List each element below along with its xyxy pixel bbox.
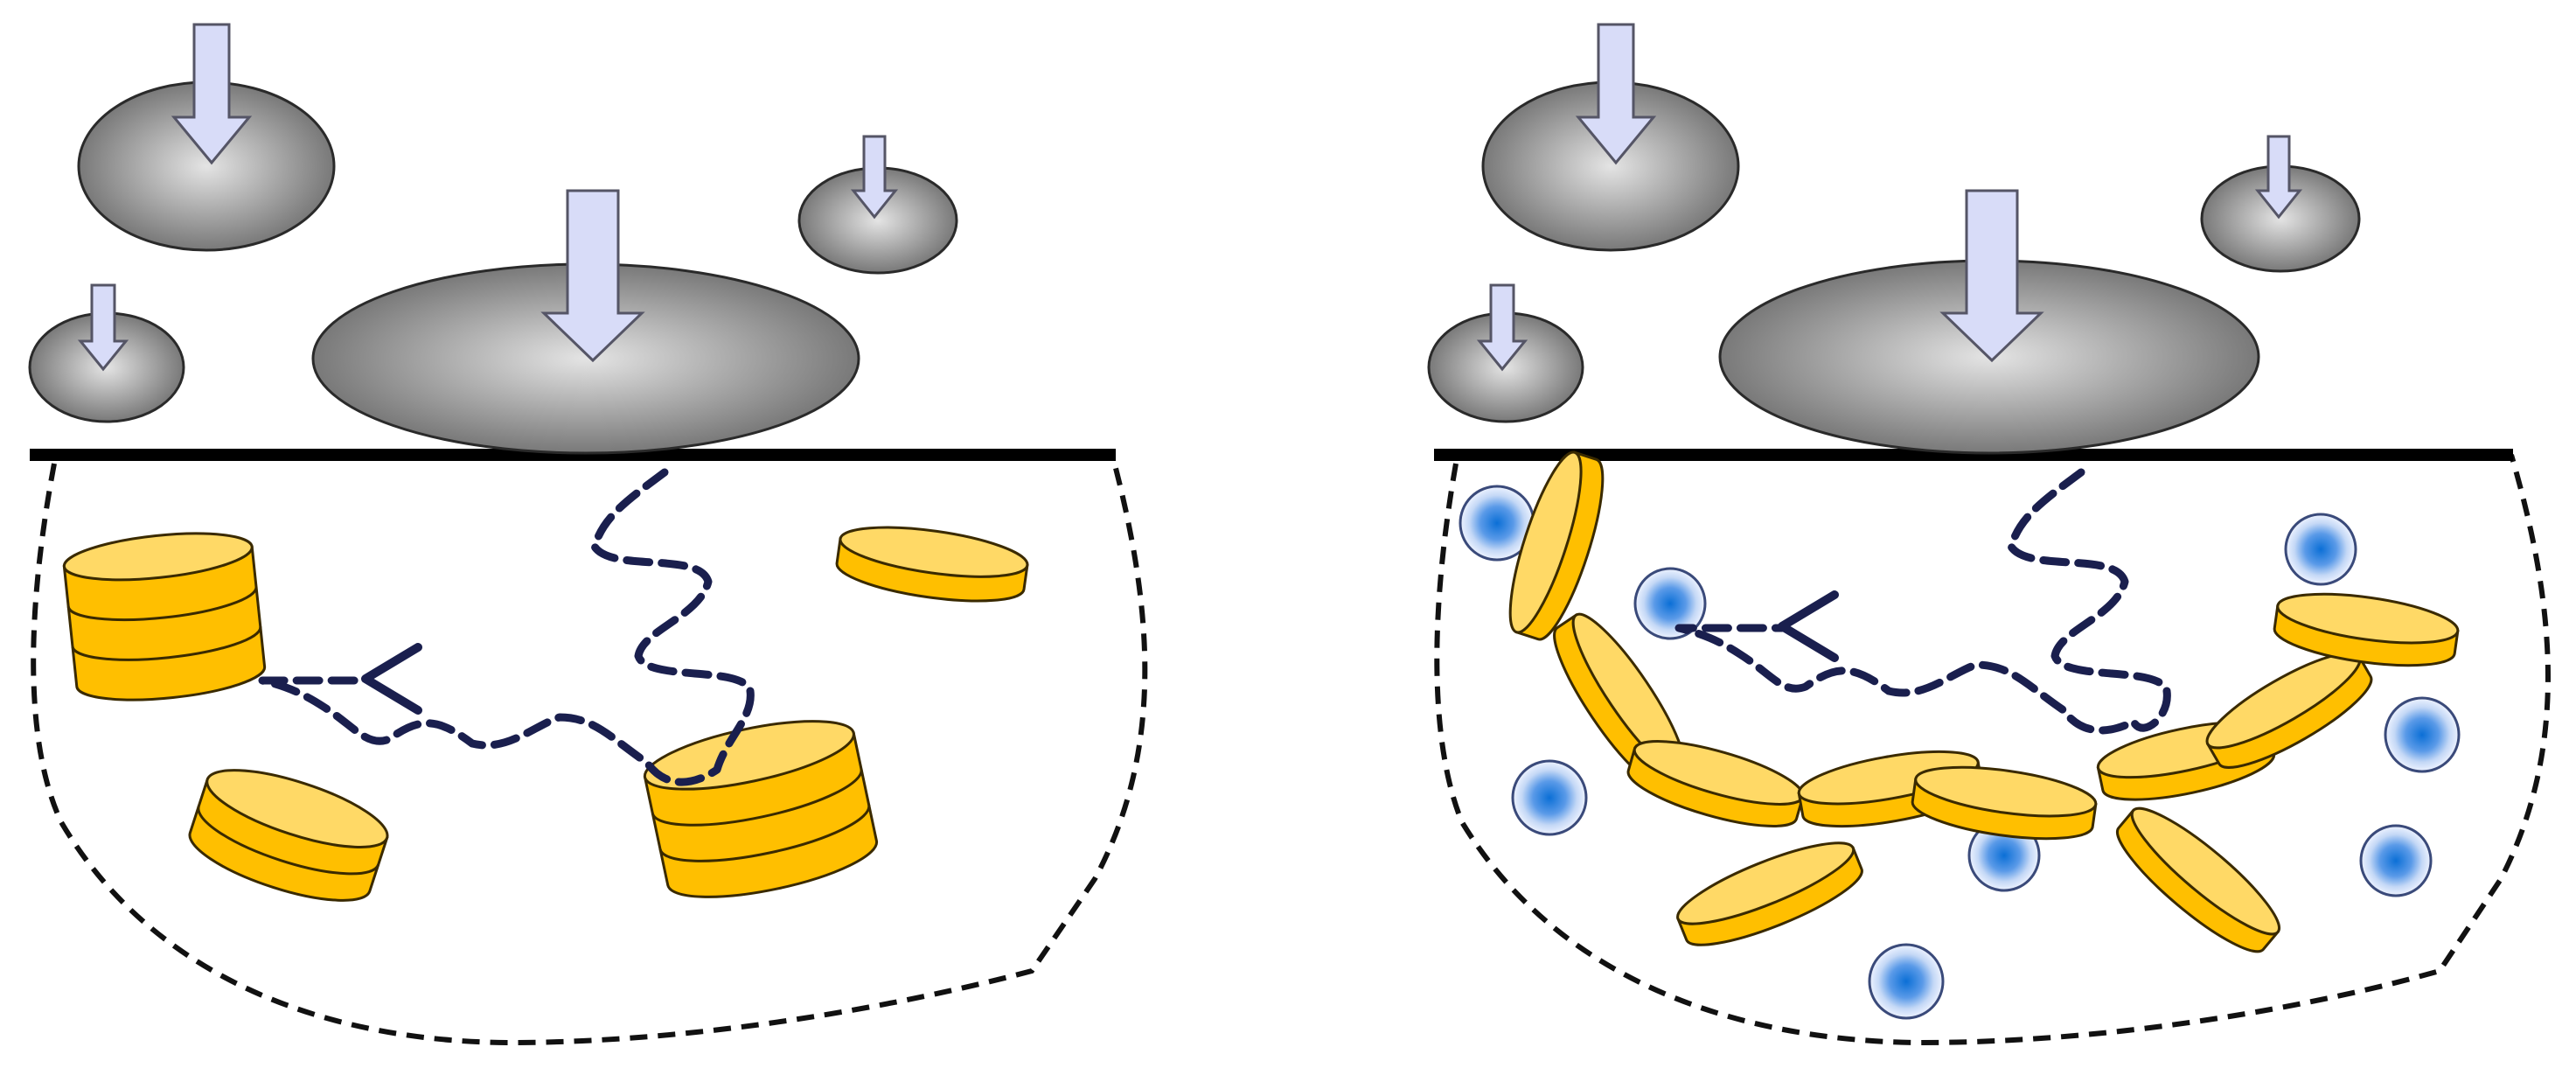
droplet <box>311 189 860 455</box>
down-arrow-icon <box>171 23 253 165</box>
droplet <box>1481 23 1740 252</box>
down-arrow-icon <box>1476 283 1528 372</box>
particle <box>2284 513 2357 586</box>
down-arrow-icon <box>540 189 645 363</box>
droplet <box>77 23 336 252</box>
dispersion-boundary <box>31 454 1148 1046</box>
disc-stack <box>188 769 389 902</box>
down-arrow-icon <box>77 283 129 372</box>
down-arrow-icon <box>1575 23 1657 165</box>
disc-stack <box>643 720 879 898</box>
disc-top <box>2130 806 2281 936</box>
energy-path-line <box>258 468 755 786</box>
disc-stack <box>835 526 1029 603</box>
down-arrow-icon <box>850 135 899 220</box>
disc-top <box>62 532 254 582</box>
droplet <box>2200 135 2361 273</box>
disc-layer-line <box>66 586 258 622</box>
disc-stack <box>1911 765 2098 841</box>
energy-path <box>1674 468 2171 735</box>
disc-top <box>1676 841 1855 925</box>
disc-stack <box>2116 806 2281 953</box>
disc-stack <box>2273 592 2460 667</box>
droplet <box>1718 189 2260 455</box>
disc-network <box>1508 450 2460 953</box>
disc-stack <box>1676 841 1863 946</box>
droplet <box>797 135 958 275</box>
dispersed-particles <box>1459 485 2461 1020</box>
disc-layer-line <box>658 804 871 862</box>
disc-stack <box>62 532 267 702</box>
particle <box>1868 943 1945 1020</box>
disc-stack <box>1508 450 1605 641</box>
disc-side <box>62 545 267 702</box>
disc-top <box>1508 450 1583 634</box>
left-arrow-icon <box>1778 590 1839 662</box>
droplet <box>1427 283 1584 423</box>
disc-top <box>643 720 855 791</box>
pressing-droplets <box>1427 23 2361 455</box>
disc-layer-line <box>651 768 863 827</box>
down-arrow-icon <box>2254 135 2303 220</box>
energy-path <box>258 468 755 786</box>
panel-right <box>1427 23 2551 1046</box>
disc-stacks <box>62 526 1029 902</box>
disc-top <box>839 526 1029 578</box>
particle <box>1633 567 1707 640</box>
disc-top <box>1914 765 2098 818</box>
down-arrow-icon <box>1939 189 2044 363</box>
disc-stack <box>1626 740 1805 827</box>
particle <box>2384 696 2461 773</box>
droplet <box>28 283 185 423</box>
disc-layer-line <box>71 626 262 661</box>
particle <box>2359 824 2433 897</box>
pressing-droplets <box>28 23 958 455</box>
left-arrow-icon <box>361 643 422 715</box>
disc-top <box>1797 750 1980 806</box>
particle <box>1511 759 1588 836</box>
panel-left <box>28 23 1148 1046</box>
dispersion-boundary <box>1434 454 2551 1046</box>
disc-top <box>205 769 389 848</box>
disc-layer-line <box>197 806 380 876</box>
disc-top <box>2276 592 2460 645</box>
energy-path-line <box>1674 468 2171 735</box>
